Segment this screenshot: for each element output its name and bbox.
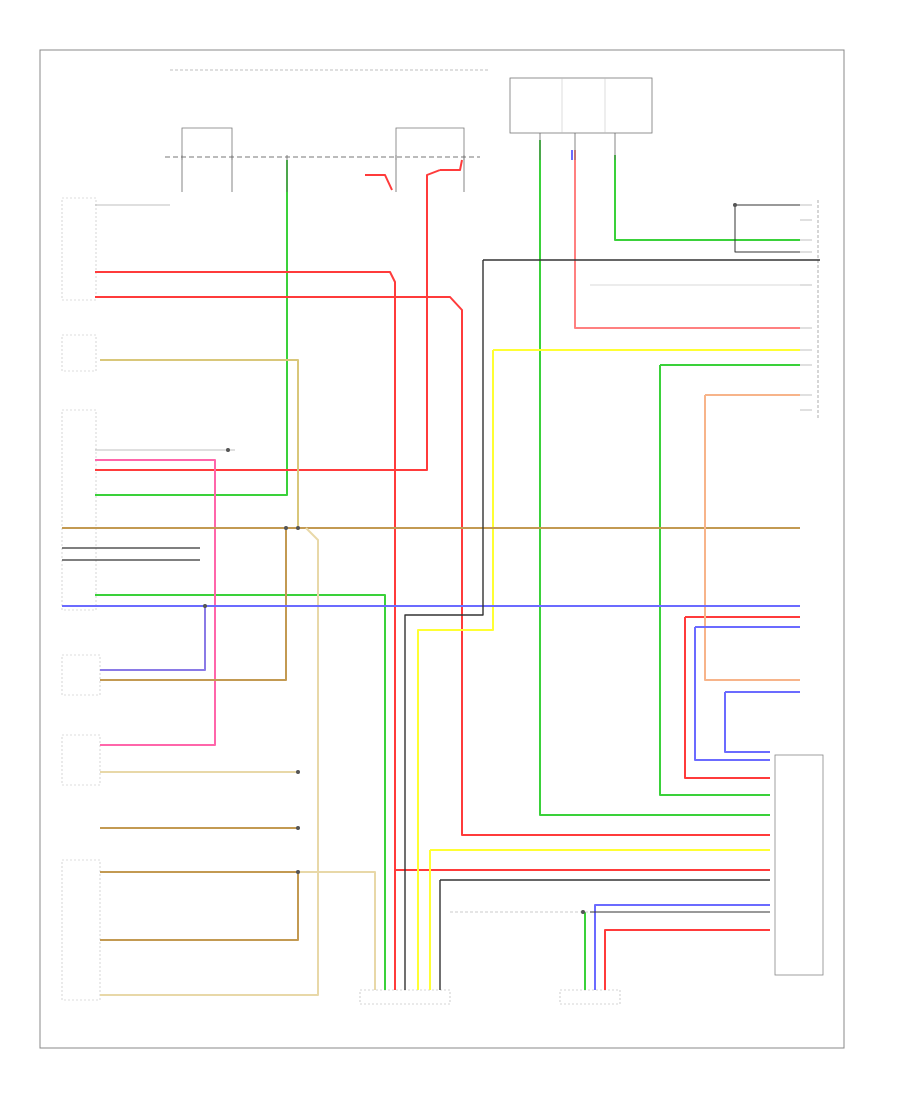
- component-box-1: [61, 197, 97, 301]
- power-bus-pins: [181, 133, 616, 192]
- wire-green-2: [539, 140, 770, 816]
- fuse-relay-box: [509, 77, 653, 134]
- wire-orange-2: [704, 395, 800, 681]
- wire-green-1: [95, 160, 288, 496]
- wire-green-6: [95, 594, 386, 990]
- wire-pink-1: [95, 459, 216, 746]
- junction-bracket: [181, 127, 233, 160]
- wire-green-3: [614, 155, 800, 241]
- wire-red-8: [604, 929, 770, 990]
- wire-red-5: [95, 169, 441, 471]
- wire-blue-3: [694, 627, 770, 761]
- wire-red-6: [574, 150, 800, 329]
- component-box-2: [61, 334, 97, 372]
- wire-brown-4: [100, 871, 299, 941]
- component-box-5: [61, 734, 101, 786]
- bottom-connector-1: [359, 989, 451, 1005]
- junction-bracket-2: [395, 127, 465, 160]
- wire-red-1: [95, 271, 396, 990]
- wire-yellow-2: [417, 350, 494, 990]
- wire-brown-2: [100, 528, 287, 681]
- wires: [62, 140, 820, 996]
- diagram-frame: [39, 49, 845, 1049]
- component-box-4: [61, 654, 101, 696]
- wire-green-5: [659, 365, 770, 796]
- component-box-3: [61, 409, 97, 611]
- wire-red-3: [365, 174, 393, 191]
- junction-dots: [203, 203, 737, 914]
- wire-red-9: [684, 617, 770, 779]
- bottom-connector-2: [559, 989, 621, 1005]
- wire-tan-1: [100, 359, 299, 528]
- wire-tan-3: [100, 527, 319, 996]
- wire-red-2: [95, 296, 770, 836]
- wire-black-2: [404, 260, 484, 990]
- right-module-box: [774, 754, 824, 976]
- wire-black-8: [734, 205, 800, 253]
- right-pin-ticks: [800, 204, 812, 411]
- wire-red-4: [440, 159, 463, 171]
- wire-blue-6: [724, 692, 770, 753]
- wire-tan-4: [298, 871, 376, 990]
- component-box-6: [61, 859, 101, 1001]
- wire-blue-7: [594, 904, 770, 990]
- wire-blue-2: [100, 606, 206, 671]
